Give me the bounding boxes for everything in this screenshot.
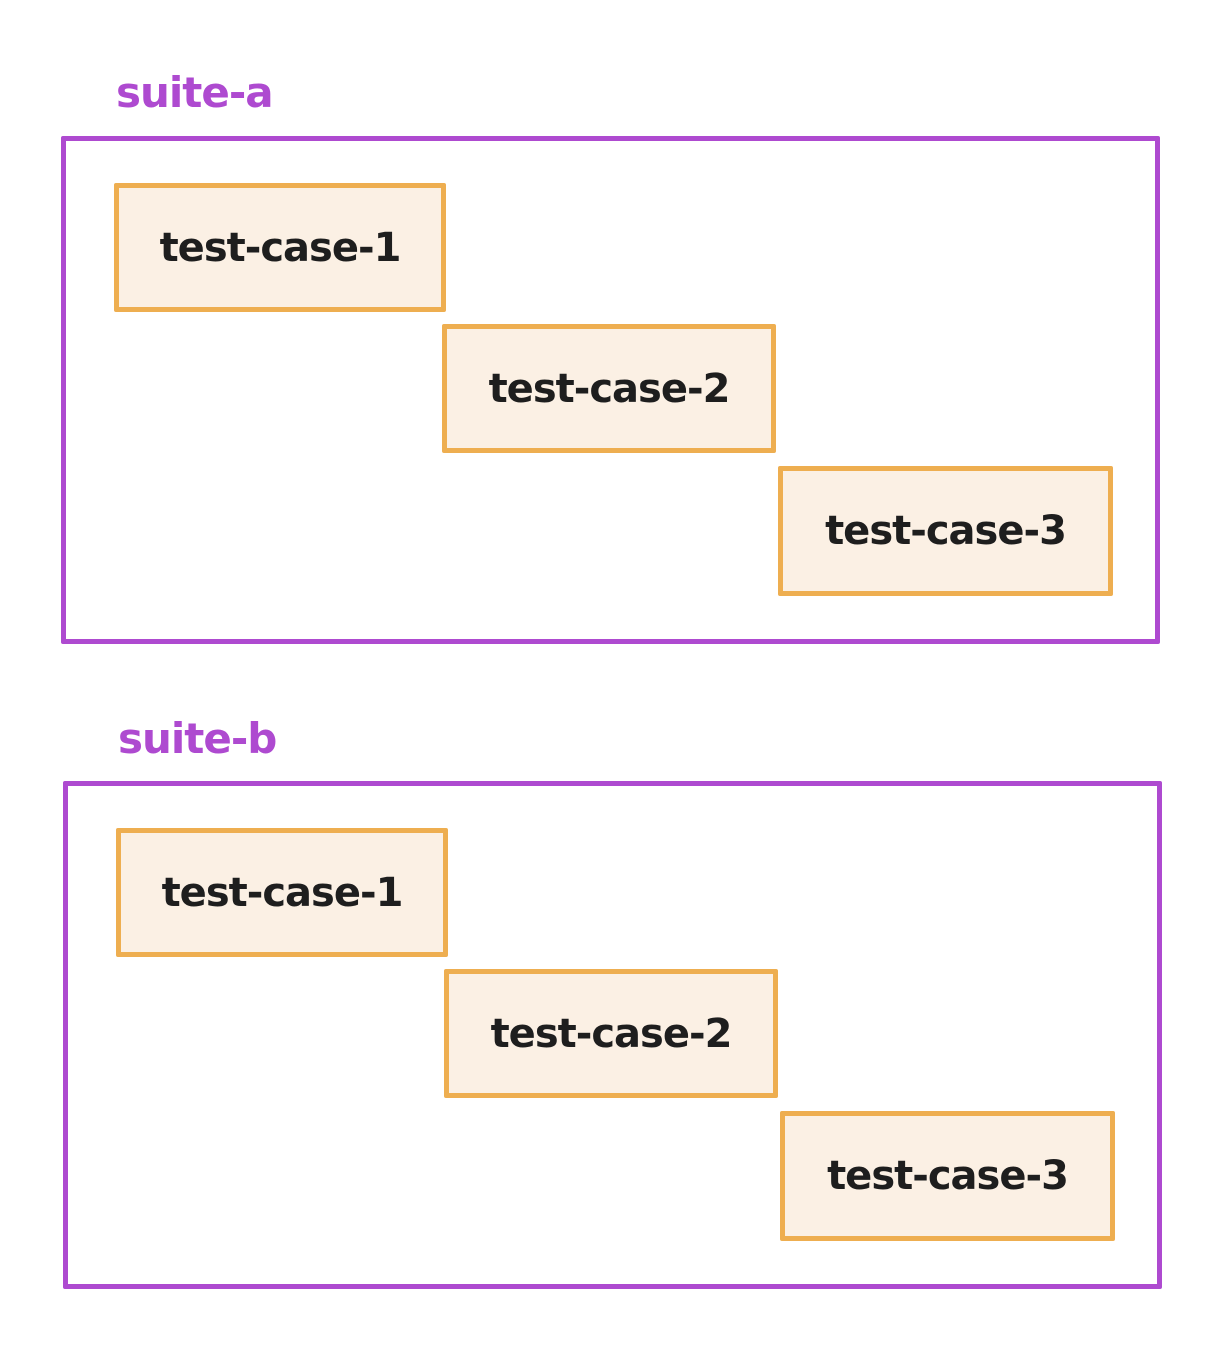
suite-b-test-case-3: test-case-3 [780,1111,1115,1241]
test-case-label: test-case-2 [488,365,731,412]
suite-b-test-case-1: test-case-1 [116,828,448,957]
test-case-label: test-case-1 [159,224,402,271]
suite-b-test-case-2: test-case-2 [444,969,778,1098]
suite-b-container [63,781,1162,1289]
suite-a-container [61,136,1160,644]
suite-b-label: suite-b [118,714,277,763]
test-case-label: test-case-3 [825,508,1067,554]
suite-a-label: suite-a [116,68,274,117]
test-case-label: test-case-2 [490,1010,733,1057]
test-case-label: test-case-1 [161,869,404,916]
test-case-label: test-case-3 [827,1153,1069,1199]
suite-a-test-case-1: test-case-1 [114,183,446,312]
suite-a-test-case-3: test-case-3 [778,466,1113,596]
suite-a-test-case-2: test-case-2 [442,324,776,453]
